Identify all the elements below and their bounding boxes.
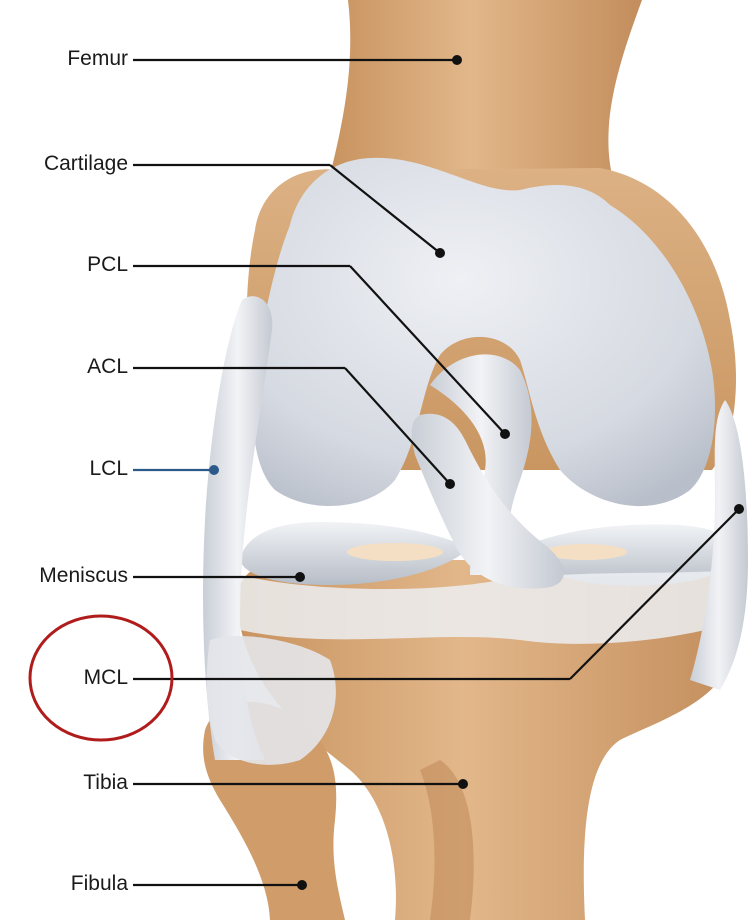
label-tibia: Tibia bbox=[83, 771, 128, 795]
femur-shaft bbox=[330, 0, 642, 175]
tibia-dot bbox=[458, 779, 468, 789]
acl-dot bbox=[445, 479, 455, 489]
label-femur: Femur bbox=[67, 47, 128, 71]
mcl-dot bbox=[734, 504, 744, 514]
label-cartilage: Cartilage bbox=[44, 152, 128, 176]
label-mcl: MCL bbox=[84, 666, 128, 690]
femur-dot bbox=[452, 55, 462, 65]
label-acl: ACL bbox=[87, 355, 128, 379]
cartilage-dot bbox=[435, 248, 445, 258]
label-fibula: Fibula bbox=[71, 872, 128, 896]
pcl-dot bbox=[500, 429, 510, 439]
label-pcl: PCL bbox=[87, 253, 128, 277]
meniscus-lateral-inner bbox=[347, 543, 443, 561]
lcl-dot bbox=[209, 465, 219, 475]
label-meniscus: Meniscus bbox=[39, 564, 128, 588]
fibula-dot bbox=[297, 880, 307, 890]
label-lcl: LCL bbox=[89, 457, 128, 481]
meniscus-dot bbox=[295, 572, 305, 582]
